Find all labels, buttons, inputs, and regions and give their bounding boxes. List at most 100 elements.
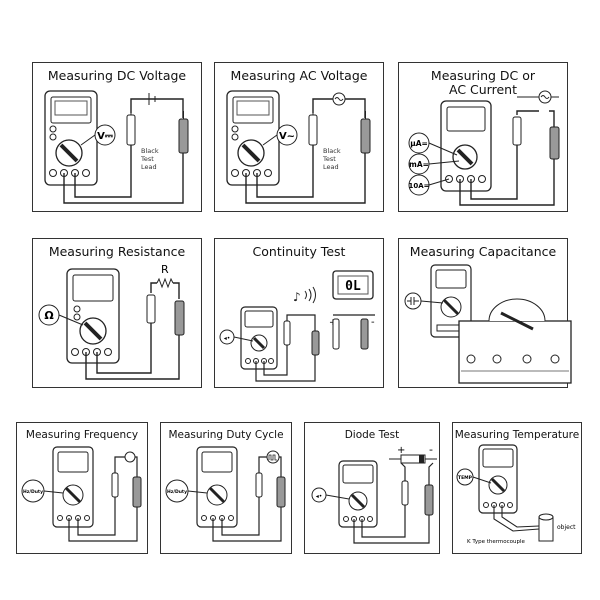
panel-title: Measuring Temperature (454, 429, 580, 441)
hz-duty-label: Hz/Duty (167, 489, 187, 495)
probe-1 (283, 320, 291, 346)
test-leads (353, 462, 434, 544)
panel-duty-cycle: Measuring Duty Cycle Hz/Duty (160, 422, 292, 554)
temp-label: TEMP (458, 475, 473, 481)
diode-symbol: + - (389, 443, 437, 464)
test-leads (212, 456, 282, 542)
red-probe (308, 107, 318, 146)
panel-capacitance: Measuring Capacitance (398, 238, 572, 388)
diode-beep-symbol: ◂• (224, 335, 231, 342)
multimeter-body (44, 90, 98, 186)
display-reading: 0L (345, 279, 361, 294)
black-probe (276, 476, 286, 508)
multimeter-body (440, 100, 492, 192)
black-probe (360, 111, 371, 154)
current-jack-callouts: µA= mA= 10A= (408, 132, 460, 196)
dial-symbol-label: V⎓ (97, 131, 113, 142)
black-probe (424, 484, 434, 516)
current-diagram: µA= mA= 10A= (408, 90, 560, 206)
microamp-label: µA= (410, 139, 428, 148)
panel-ac-voltage: Measuring AC Voltage V~ (214, 62, 384, 212)
temperature-diagram: TEMP object K Type thermocouple (456, 444, 576, 545)
panel-title: Measuring Duty Cycle (168, 429, 284, 441)
red-probe (255, 472, 263, 498)
plus-label: + (397, 445, 405, 456)
panel-title: Measuring Frequency (25, 429, 139, 441)
test-leads (459, 110, 555, 206)
thermocouple-wires (493, 505, 540, 532)
test-leads (68, 456, 138, 542)
diode-diagram: + - ◂• (311, 443, 437, 544)
multimeter-body (52, 446, 94, 528)
red-probe (146, 294, 156, 324)
panel-title: Measuring Capacitance (409, 244, 557, 259)
ten-amp-label: 10A= (408, 182, 429, 190)
probe-3 (332, 318, 340, 350)
minus-label: - (371, 317, 375, 328)
svg-text:♪: ♪ (293, 290, 301, 304)
panel-title: Continuity Test (252, 244, 346, 259)
capacitor-icon (407, 297, 419, 305)
red-probe (401, 480, 409, 506)
panel-continuity: Continuity Test 0L ♪ ◂• + (214, 238, 384, 388)
resistance-diagram: Ω R (38, 263, 185, 380)
test-leads (63, 98, 184, 204)
panel-resistance: Measuring Resistance Ω R (32, 238, 202, 388)
dc-source-symbol (148, 93, 156, 105)
black-probe (178, 111, 189, 154)
object-cylinder (538, 513, 554, 542)
multimeter-body (66, 268, 120, 364)
multimeter-body (226, 90, 280, 186)
continuity-diagram: 0L ♪ ◂• + - (219, 270, 375, 382)
probe-2 (311, 330, 320, 356)
panel-temperature: Measuring Temperature TEMP object K Type… (452, 422, 582, 554)
black-probe (132, 476, 142, 508)
object-label: object (557, 524, 576, 531)
panel-title: Measuring DC or AC Current (430, 68, 536, 97)
red-probe (126, 107, 136, 146)
ac-source-symbol (124, 451, 136, 463)
pulse-source-symbol (266, 450, 280, 464)
enlarged-meter-face (458, 298, 572, 384)
frequency-diagram: Hz/Duty (21, 446, 142, 542)
test-leads (255, 314, 375, 382)
black-probe (174, 300, 185, 336)
capacitance-diagram (404, 264, 572, 384)
resistor-symbol (156, 277, 174, 289)
multimeter-body (240, 306, 278, 370)
panel-title: Measuring AC Voltage (230, 68, 368, 83)
multimeter-body (430, 264, 472, 338)
black-probe (549, 126, 560, 160)
dial-symbol-label: V~ (279, 131, 295, 142)
panel-diode: Diode Test + - ◂• (304, 422, 440, 554)
test-leads (85, 282, 180, 380)
milliamp-label: mA= (409, 160, 429, 169)
red-probe (512, 116, 522, 146)
panel-current: Measuring DC or AC Current µA= mA= 10A= (398, 62, 568, 212)
probe-4 (360, 318, 369, 350)
ac-source-symbol (517, 90, 559, 104)
multimeter-body (478, 444, 518, 514)
ohm-symbol-label: Ω (44, 309, 54, 322)
multimeter-body (338, 460, 378, 528)
red-probe (111, 472, 119, 498)
duty-cycle-diagram: Hz/Duty (165, 446, 286, 542)
hz-duty-label: Hz/Duty (23, 489, 43, 495)
panel-title: Measuring DC Voltage (47, 68, 187, 83)
panel-title: Measuring Resistance (48, 244, 186, 259)
thermocouple-label: K Type thermocouple (467, 539, 526, 545)
minus-label: - (429, 443, 433, 456)
ac-source-symbol (332, 92, 346, 106)
beeper-icon: ♪ (293, 286, 316, 304)
display-callout: 0L (332, 270, 374, 300)
panel-title: Diode Test (344, 429, 400, 441)
panel-dc-voltage: Measuring DC Voltage V⎓ (32, 62, 202, 212)
resistor-label: R (161, 263, 169, 276)
panel-frequency: Measuring Frequency Hz/Duty (16, 422, 148, 554)
multimeter-body (196, 446, 238, 528)
